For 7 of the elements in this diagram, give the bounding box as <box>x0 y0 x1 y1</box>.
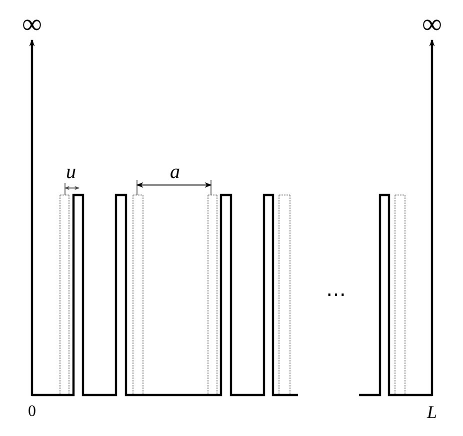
origin-label: 0 <box>28 404 36 420</box>
infinity-label: ∞ <box>422 11 442 39</box>
spacing-label: a <box>170 162 180 182</box>
ellipsis-label: ⋯ <box>326 285 346 305</box>
length-label: L <box>427 403 437 421</box>
width-label: u <box>66 162 76 182</box>
infinity-label: ∞ <box>22 11 42 39</box>
